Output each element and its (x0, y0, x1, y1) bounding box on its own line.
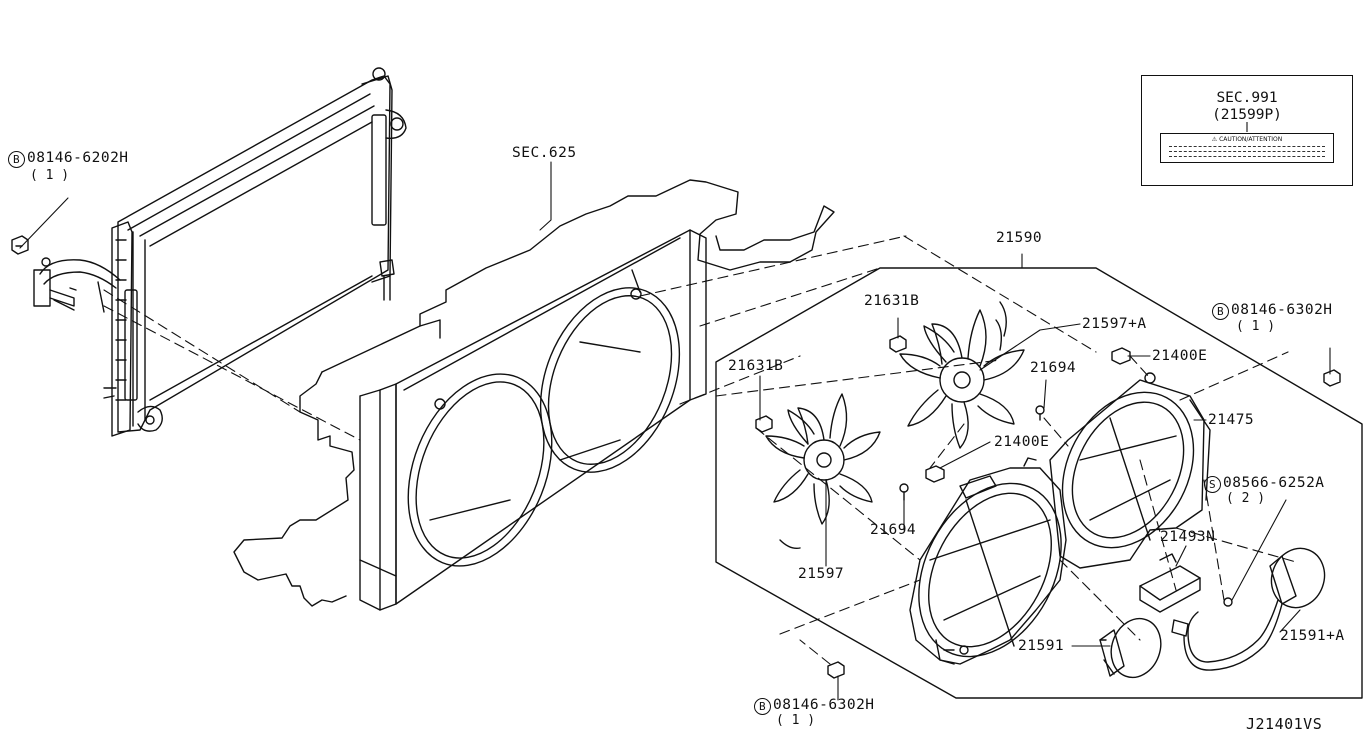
shroud-lower (909, 457, 1067, 665)
label-21694-lower: 21694 (870, 522, 917, 538)
leader-lines (19, 161, 1331, 701)
label-21590: 21590 (996, 230, 1043, 246)
label-screw-s-qty: ( 2 ) (1226, 491, 1266, 506)
b-circle-icon: B (8, 151, 25, 168)
label-21597: 21597 (798, 566, 845, 582)
fasteners (755, 335, 1341, 679)
caution-label-inset: SEC.991 (21599P) ⚠ CAUTION/ATTENTION (1141, 75, 1353, 186)
diagram-id: J21401VS (1246, 715, 1323, 733)
label-21400e-upper: 21400E (1152, 348, 1208, 364)
fan-blade-upper (899, 301, 1025, 449)
label-bolt-right-qty: ( 1 ) (1236, 319, 1276, 334)
caution-sticker: ⚠ CAUTION/ATTENTION (1160, 133, 1334, 163)
inset-part: (21599P) (1212, 107, 1282, 123)
label-21631b-lower: 21631B (728, 358, 784, 374)
label-bolt-bottom-qty: ( 1 ) (776, 713, 816, 728)
alignment-lines (103, 235, 1297, 665)
b-circle-icon: B (1212, 303, 1229, 320)
fan-blade-lower (765, 393, 881, 550)
sticker-line (1169, 146, 1325, 147)
label-21591: 21591 (1018, 638, 1065, 654)
label-21694-upper: 21694 (1030, 360, 1077, 376)
label-bolt-left-qty: ( 1 ) (30, 168, 70, 183)
label-text: 08146-6302H (1231, 302, 1333, 318)
label-sec-625: SEC.625 (512, 145, 577, 161)
core-support-frame (233, 179, 835, 611)
label-text: 08146-6202H (27, 150, 129, 166)
label-21493n: 21493N (1160, 529, 1216, 545)
shroud-21475 (1049, 372, 1211, 569)
label-21400e-lower: 21400E (994, 434, 1050, 450)
sticker-line (1169, 151, 1325, 152)
sticker-heading: ⚠ CAUTION/ATTENTION (1211, 136, 1283, 143)
label-21591a: 21591+A (1280, 628, 1345, 644)
label-text: 08146-6302H (773, 697, 875, 713)
motor-21591a (1171, 547, 1326, 671)
label-21597a: 21597+A (1082, 316, 1147, 332)
resistor-21493n (1139, 553, 1201, 613)
fan-assembly-box (715, 267, 1363, 699)
inset-sec: SEC.991 (1216, 90, 1278, 106)
sticker-line (1169, 156, 1325, 157)
radiator (11, 67, 407, 437)
label-text: 08566-6252A (1223, 475, 1325, 491)
label-21475: 21475 (1208, 412, 1255, 428)
b-circle-icon: B (754, 698, 771, 715)
s-circle-icon: S (1204, 476, 1221, 493)
motor-21591 (1099, 617, 1162, 679)
label-21631b-upper: 21631B (864, 293, 920, 309)
